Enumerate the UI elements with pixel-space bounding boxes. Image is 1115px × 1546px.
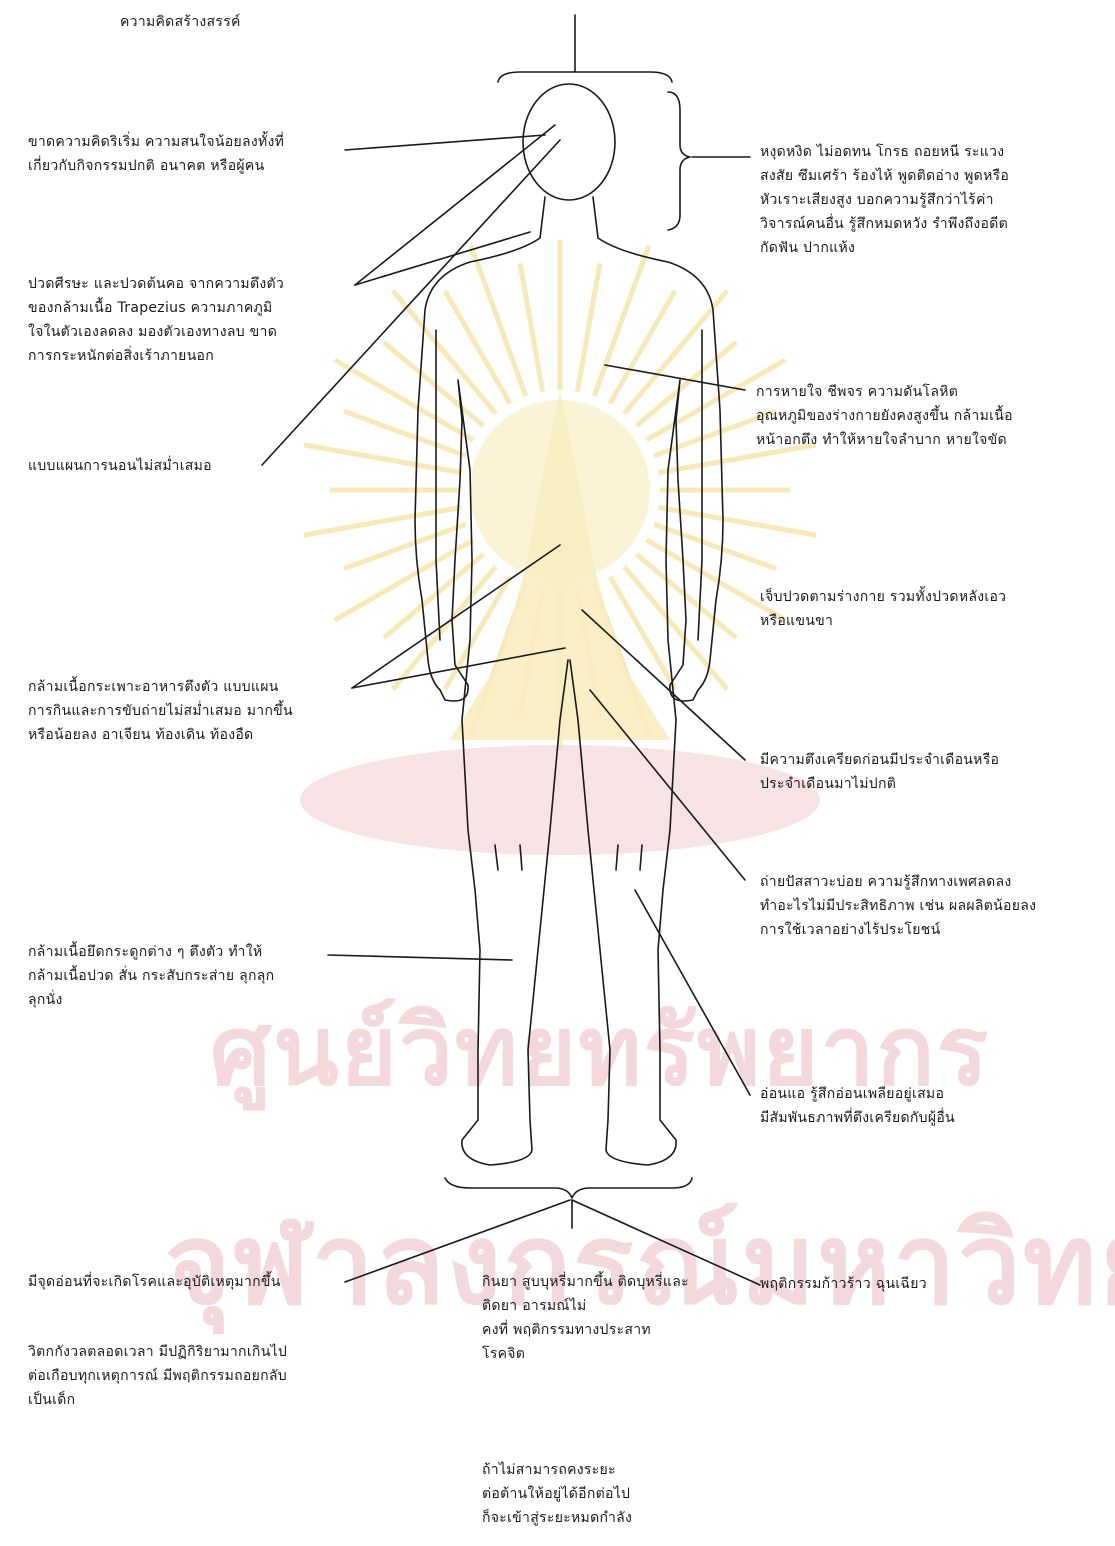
knee-left bbox=[495, 845, 522, 870]
label-bottom-center-2: ถ้าไม่สามารถคงระยะ ต่อต้านให้อยู่ได้อีกต… bbox=[482, 1458, 632, 1530]
label-bottom-center-1: กินยา สูบบุหรี่มากขึ้น ติดบุหรี่และติดยา… bbox=[482, 1270, 702, 1366]
label-top-left: ความคิดสร้างสรรค์ bbox=[120, 10, 241, 34]
label-left-muscle: กล้ามเนื้อยึดกระดูกต่าง ๆ ตึงตัว ทำให้ ก… bbox=[28, 940, 274, 1012]
leader-right-chest bbox=[605, 365, 745, 390]
leader-right-menses bbox=[582, 610, 745, 760]
leader-left-stomach-2 bbox=[352, 648, 565, 688]
label-right-chest: การหายใจ ชีพจร ความดันโลหิต อุณหภูมิของร… bbox=[756, 380, 1013, 452]
arm-inner-left bbox=[436, 330, 440, 640]
label-right-urine: ถ่ายปัสสาวะบ่อย ความรู้สึกทางเพศลดลง ทำอ… bbox=[760, 870, 1036, 942]
label-bottom-right: พฤติกรรมก้าวร้าว ฉุนเฉียว bbox=[760, 1272, 927, 1296]
label-bottom-left-2: วิตกกังวลตลอดเวลา มีปฏิกิริยามากเกินไป ต… bbox=[28, 1340, 287, 1412]
head-outline bbox=[523, 84, 615, 200]
label-left-stomach: กล้ามเนื้อกระเพาะอาหารตึงตัว แบบแผน การก… bbox=[28, 675, 293, 747]
label-bottom-left-1: มีจุดอ่อนที่จะเกิดโรคและอุบัติเหตุมากขึ้… bbox=[28, 1270, 281, 1294]
leader-left-sleep bbox=[262, 140, 560, 465]
label-right-weak: อ่อนแอ รู้สึกอ่อนเพลียอยู่เสมอ มีสัมพันธ… bbox=[760, 1082, 955, 1130]
body-outline-right bbox=[570, 197, 723, 1165]
bottom-brace bbox=[445, 1178, 692, 1198]
label-left-head: ขาดความคิดริเริ่ม ความสนใจน้อยลงทั้งที่ … bbox=[28, 130, 284, 178]
label-left-sleep: แบบแผนการนอนไม่สม่ำเสมอ bbox=[28, 454, 212, 478]
leader-left-head bbox=[345, 135, 545, 150]
leader-left-neck-1 bbox=[355, 125, 555, 285]
leader-left-muscle bbox=[328, 955, 512, 960]
label-left-neck: ปวดศีรษะ และปวดต้นคอ จากความตึงตัว ของกล… bbox=[28, 272, 284, 368]
top-bracket bbox=[498, 15, 672, 82]
knee-right bbox=[616, 845, 642, 870]
label-right-head: หงุดหงิด ไม่อดทน โกรธ ถอยหนี ระแวง สงสัย… bbox=[760, 140, 1009, 260]
body-outline-left bbox=[415, 197, 568, 1165]
arm-inner-right bbox=[698, 330, 702, 640]
head-bracket bbox=[668, 92, 690, 230]
leader-right-weak bbox=[635, 890, 750, 1095]
label-right-pain: เจ็บปวดตามร่างกาย รวมทั้งปวดหลังเอว หรือ… bbox=[760, 585, 1006, 633]
label-right-menses: มีความตึงเครียดก่อนมีประจำเดือนหรือ ประจ… bbox=[760, 748, 999, 796]
